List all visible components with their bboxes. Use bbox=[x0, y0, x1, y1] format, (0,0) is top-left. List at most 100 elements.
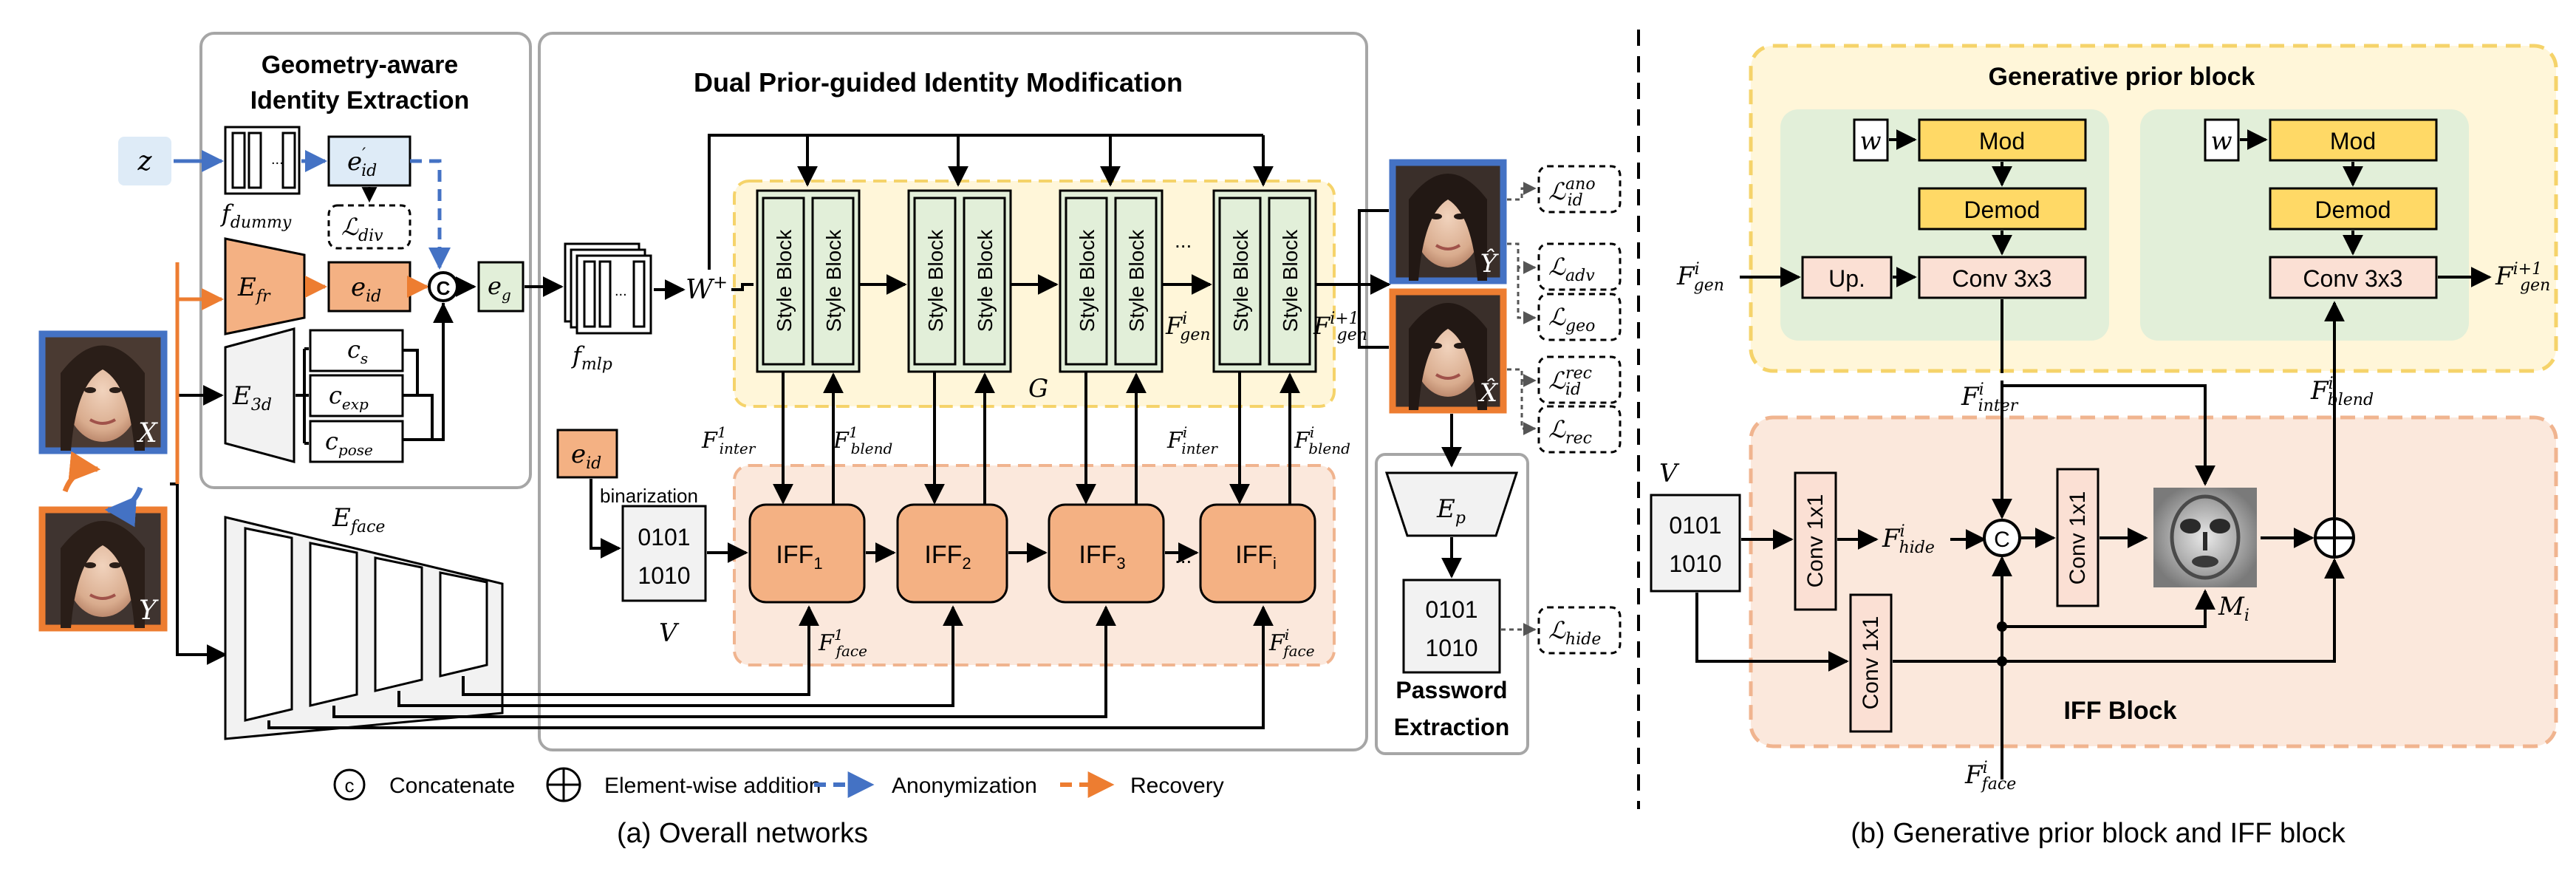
inter-blend-arrows bbox=[773, 372, 1300, 505]
conv3-right: Conv 3x3 bbox=[2303, 265, 2402, 292]
svg-text:C: C bbox=[1994, 528, 2010, 552]
v-label-right: V bbox=[1659, 459, 1680, 488]
dual-prior-panel: Dual Prior-guided Identity Modification bbox=[538, 32, 1368, 751]
svg-text:0101: 0101 bbox=[1425, 596, 1477, 623]
svg-text:0101: 0101 bbox=[1669, 512, 1721, 539]
style-block-label: Style Block bbox=[822, 229, 845, 332]
junction-dot bbox=[1997, 656, 2007, 666]
svg-text:e′id: e′id bbox=[347, 146, 377, 180]
coeff-boxes: cs cexp cpose bbox=[309, 329, 404, 463]
e-id-prime-box: e′id bbox=[327, 135, 411, 187]
geo-title-line2: Identity Extraction bbox=[250, 86, 470, 115]
dual-prior-title: Dual Prior-guided Identity Modification bbox=[694, 67, 1183, 98]
w-plus-label: W+ bbox=[686, 272, 728, 305]
m-i-label: Mi bbox=[2218, 592, 2249, 625]
iff-3-label: IFF3 bbox=[1079, 541, 1125, 573]
generator-region bbox=[733, 180, 1336, 408]
c-s-label: cs bbox=[347, 335, 368, 367]
svg-text:...: ... bbox=[615, 283, 627, 299]
loss-adv: ℒadv bbox=[1548, 253, 1595, 285]
face-x-hat: X̂ bbox=[1389, 288, 1507, 414]
loss-rec: ℒrec bbox=[1548, 415, 1592, 448]
swap-icon bbox=[62, 451, 143, 528]
svg-text:0101: 0101 bbox=[638, 524, 690, 550]
conv1-mask: Conv 1x1 bbox=[2056, 468, 2100, 607]
svg-text:1010: 1010 bbox=[1669, 550, 1721, 577]
iff-i-label: IFFi bbox=[1235, 541, 1277, 573]
gen-prior-title: Generative prior block bbox=[1989, 63, 2255, 91]
style-block-label: Style Block bbox=[924, 229, 947, 332]
e-id-box: eid bbox=[327, 261, 411, 313]
f-dummy-label: fdummy bbox=[220, 199, 292, 232]
style-group-2: Style Block Style Block bbox=[907, 189, 1012, 373]
iff-block-2 bbox=[896, 503, 1008, 604]
iff-1-label: IFF1 bbox=[776, 541, 822, 573]
conv1-face: Conv 1x1 bbox=[1849, 593, 1893, 733]
e-fr-encoder: Efr bbox=[224, 237, 306, 335]
legend-anonymization: Anonymization bbox=[892, 774, 1037, 798]
style-group-3: Style Block Style Block bbox=[1059, 189, 1164, 373]
y-hat-label: Ŷ bbox=[1480, 248, 1500, 279]
svg-text:Conv 1x1: Conv 1x1 bbox=[2066, 491, 2090, 585]
svg-text:1010: 1010 bbox=[638, 562, 690, 589]
style-block-label: Style Block bbox=[974, 229, 997, 332]
style-block-label: Style Block bbox=[1229, 229, 1252, 332]
caption-a: (a) Overall networks bbox=[617, 818, 868, 849]
loss-hide-box: ℒhide bbox=[1537, 606, 1622, 655]
svg-text:ℒhide: ℒhide bbox=[1548, 616, 1601, 649]
conv3-left: Conv 3x3 bbox=[1952, 265, 2051, 292]
svg-text:w: w bbox=[2210, 126, 2232, 156]
pwd-title-2: Extraction bbox=[1394, 714, 1509, 740]
concat-node: C bbox=[428, 271, 459, 302]
face-y: Y bbox=[38, 506, 168, 632]
svg-text:eg: eg bbox=[488, 272, 511, 304]
password-extraction-panel: Ep 0101 1010 Password Extraction bbox=[1375, 414, 1529, 755]
input-to-eface-arrow bbox=[170, 482, 228, 665]
f-dummy-network: ... fdummy bbox=[220, 126, 301, 232]
svg-text:Efr: Efr bbox=[237, 273, 271, 306]
loss-arrows bbox=[1507, 182, 1537, 435]
style-ellipsis: ... bbox=[1175, 229, 1192, 252]
iff-block-3 bbox=[1048, 503, 1165, 604]
legend-concatenate: Concatenate bbox=[389, 774, 515, 798]
iff-block-title: IFF Block bbox=[2063, 697, 2176, 725]
legend-recovery: Recovery bbox=[1130, 774, 1224, 798]
svg-text:...: ... bbox=[271, 151, 284, 168]
g-label: G bbox=[1028, 374, 1048, 403]
legend: c Concatenate Element-wise addition Anon… bbox=[333, 767, 1224, 802]
svg-text:Conv 1x1: Conv 1x1 bbox=[1803, 494, 1828, 588]
demod-left: Demod bbox=[1964, 197, 2040, 223]
iff-block-1 bbox=[748, 503, 866, 604]
face-x: X bbox=[38, 330, 168, 454]
legend-concat-symbol: c bbox=[345, 774, 355, 797]
iff-2-label: IFF2 bbox=[924, 541, 971, 573]
svg-text:w: w bbox=[1859, 126, 1881, 156]
f-mlp-network: ... fmlp bbox=[564, 242, 652, 374]
style-block-label: Style Block bbox=[1125, 229, 1148, 332]
style-group-i: Style Block Style Block bbox=[1212, 189, 1317, 373]
z-input: z bbox=[118, 137, 171, 185]
c-pose-label: cpose bbox=[325, 427, 373, 459]
geo-title-line1: Geometry-aware bbox=[262, 51, 458, 79]
e-3d-encoder: E3d bbox=[224, 327, 295, 463]
v-label-left: V bbox=[659, 618, 680, 648]
password-code-left: 0101 1010 bbox=[621, 505, 707, 602]
iff-ellipsis: ... bbox=[1175, 545, 1192, 567]
svg-text:Conv 1x1: Conv 1x1 bbox=[1859, 616, 1883, 710]
style-block-label: Style Block bbox=[773, 229, 796, 332]
add-node bbox=[2314, 517, 2355, 559]
e-id-prime-to-concat bbox=[410, 159, 451, 270]
conv1-hide: Conv 1x1 bbox=[1794, 471, 1837, 611]
style-group-1: Style Block Style Block bbox=[756, 189, 861, 373]
svg-text:E3d: E3d bbox=[232, 381, 272, 415]
